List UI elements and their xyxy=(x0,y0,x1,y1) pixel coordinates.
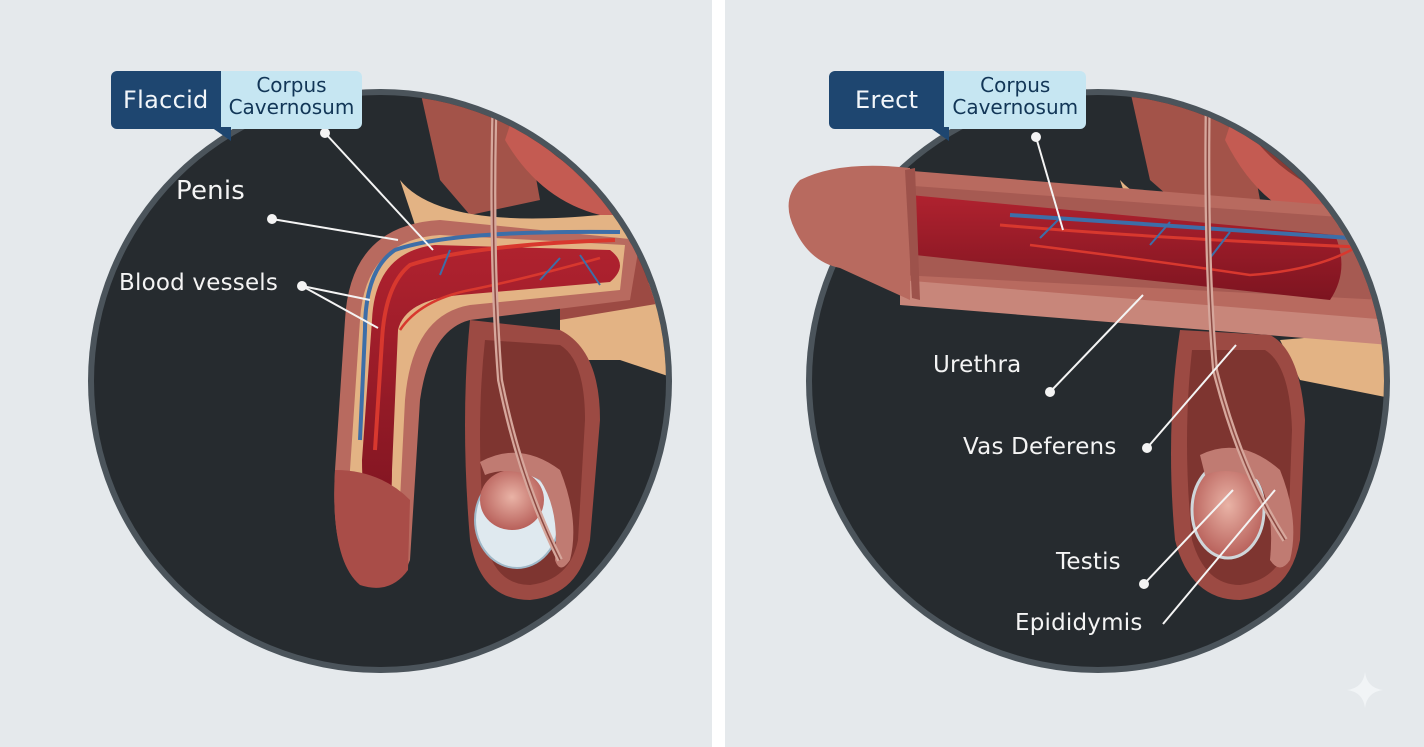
corpus-cavernosum-label-left: Corpus Cavernosum xyxy=(220,71,363,129)
label-line-2: Cavernosum xyxy=(952,95,1079,119)
label-line-2: Cavernosum xyxy=(228,95,355,119)
erect-tag: Erect Corpus Cavernosum xyxy=(829,71,1087,141)
erect-circle xyxy=(788,89,1390,673)
flaccid-leader-lines xyxy=(267,128,434,329)
vas-deferens-label: Vas Deferens xyxy=(963,434,1117,460)
epididymis-label: Epididymis xyxy=(1015,610,1143,636)
flaccid-state-label: Flaccid xyxy=(111,71,231,141)
blood-vessels-label: Blood vessels xyxy=(119,270,279,296)
penis-label: Penis xyxy=(176,176,245,206)
glans xyxy=(788,165,910,300)
label-line-1: Corpus xyxy=(256,73,327,97)
urethra-label: Urethra xyxy=(933,352,1022,378)
sparkle-icon xyxy=(1347,672,1383,708)
erect-leader-lines xyxy=(1031,132,1276,625)
erect-state-label: Erect xyxy=(829,71,950,141)
corpus-cavernosum-label-right: Corpus Cavernosum xyxy=(944,71,1087,129)
label-line-1: Corpus xyxy=(980,73,1051,97)
flaccid-tag: Flaccid Corpus Cavernosum xyxy=(111,71,363,141)
testis-label: Testis xyxy=(1056,549,1121,575)
